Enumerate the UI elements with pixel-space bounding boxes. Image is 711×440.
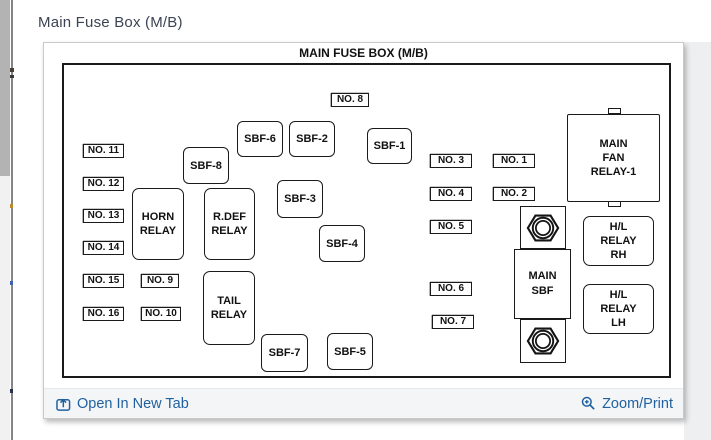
page-edge-artifact bbox=[10, 204, 13, 208]
magnifier-plus-icon bbox=[581, 396, 595, 410]
sbf-6-box: SBF-6 bbox=[237, 121, 283, 157]
fuse-label-no-15: NO. 15 bbox=[83, 274, 124, 288]
fuse-label-no-1: NO. 1 bbox=[493, 154, 535, 168]
page-title: Main Fuse Box (M/B) bbox=[38, 14, 183, 31]
zoom-print-label: Zoom/Print bbox=[602, 395, 673, 412]
page-edge-divider bbox=[11, 0, 13, 440]
main-sbf-top-terminal bbox=[520, 206, 566, 249]
main-fan-relay-1-box: MAIN FAN RELAY-1 bbox=[567, 114, 660, 202]
sbf-5-box: SBF-5 bbox=[327, 333, 373, 370]
fuse-label-no-6: NO. 6 bbox=[430, 282, 472, 296]
page-scrollbar-track[interactable] bbox=[0, 0, 10, 440]
fuse-label-no-12: NO. 12 bbox=[83, 177, 124, 191]
open-in-new-tab-label: Open In New Tab bbox=[77, 395, 189, 412]
fuse-label-no-5: NO. 5 bbox=[430, 220, 472, 234]
page-background bbox=[684, 42, 711, 440]
page-edge-artifact bbox=[10, 281, 13, 285]
diagram-title: MAIN FUSE BOX (M/B) bbox=[299, 46, 428, 60]
main-sbf-box: MAIN SBF bbox=[514, 249, 571, 319]
sbf-7-box: SBF-7 bbox=[261, 334, 308, 372]
page-edge-artifact bbox=[10, 389, 13, 393]
sbf-1-box: SBF-1 bbox=[367, 128, 412, 164]
fuse-label-no-9: NO. 9 bbox=[141, 274, 179, 288]
fuse-label-no-14: NO. 14 bbox=[83, 241, 124, 255]
sbf-3-box: SBF-3 bbox=[277, 180, 323, 218]
zoom-print-link[interactable]: Zoom/Print bbox=[581, 396, 673, 412]
fuse-label-no-2: NO. 2 bbox=[493, 187, 535, 201]
fuse-label-no-10: NO. 10 bbox=[141, 307, 181, 321]
sbf-4-box: SBF-4 bbox=[319, 225, 365, 262]
fuse-label-no-7: NO. 7 bbox=[432, 315, 474, 329]
hl-relay-lh-box: H/L RELAY LH bbox=[583, 284, 654, 334]
open-in-new-tab-icon bbox=[56, 398, 71, 411]
fuse-label-no-11: NO. 11 bbox=[83, 144, 124, 158]
horn-relay-box: HORN RELAY bbox=[132, 188, 184, 260]
open-in-new-tab-link[interactable]: Open In New Tab bbox=[56, 396, 189, 412]
fuse-label-no-8: NO. 8 bbox=[331, 93, 369, 107]
page-scrollbar-thumb[interactable] bbox=[0, 0, 10, 176]
fuse-label-no-3: NO. 3 bbox=[430, 154, 472, 168]
page-edge-artifact bbox=[10, 75, 14, 78]
fuse-label-no-13: NO. 13 bbox=[83, 209, 124, 223]
main-fan-relay-top-tab bbox=[608, 108, 621, 114]
main-sbf-bottom-terminal bbox=[520, 319, 566, 363]
fuse-label-no-16: NO. 16 bbox=[83, 307, 124, 321]
sbf-8-box: SBF-8 bbox=[183, 147, 229, 184]
hex-nut-icon bbox=[526, 213, 560, 242]
rdef-relay-box: R.DEF RELAY bbox=[204, 188, 255, 260]
hex-nut-icon bbox=[526, 327, 560, 355]
tail-relay-box: TAIL RELAY bbox=[203, 271, 255, 345]
viewer-footer: Open In New Tab Zoom/Print bbox=[44, 388, 683, 418]
sbf-2-box: SBF-2 bbox=[289, 121, 335, 157]
fuse-label-no-4: NO. 4 bbox=[430, 187, 472, 201]
page-edge-artifact bbox=[10, 68, 14, 72]
fuse-diagram-panel: MAIN FUSE BOX (M/B) NO. 8 NO. 11 NO. 12 … bbox=[43, 42, 684, 419]
hl-relay-rh-box: H/L RELAY RH bbox=[583, 216, 654, 266]
